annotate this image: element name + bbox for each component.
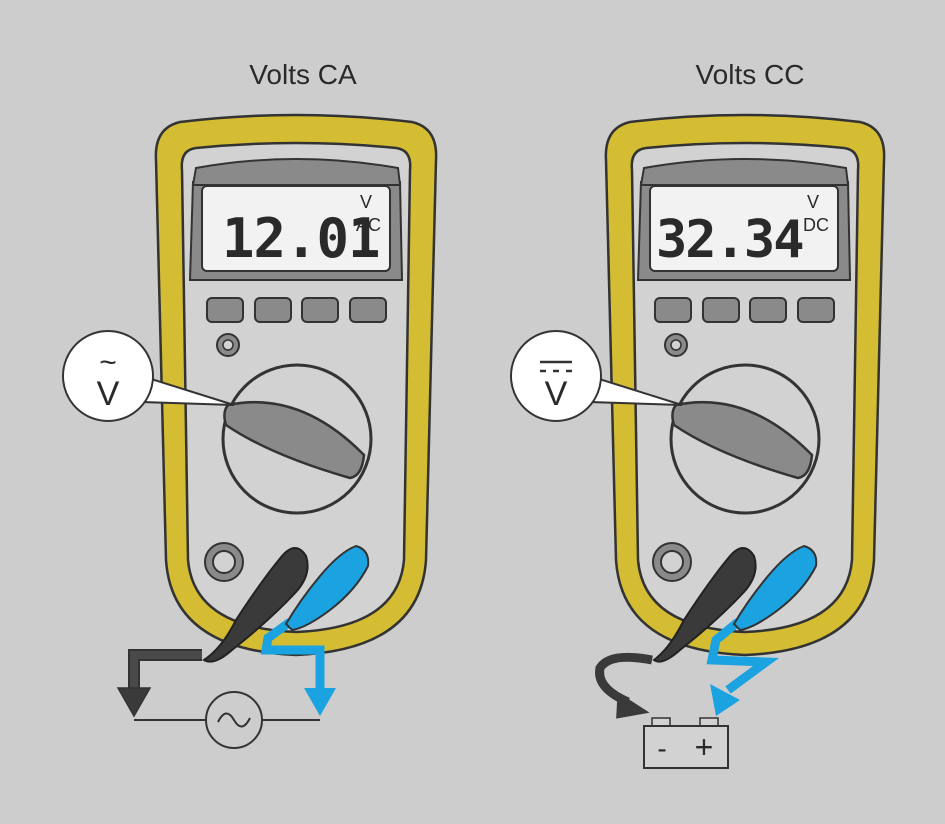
dc-title: Volts CC: [696, 59, 805, 90]
ac-reading: 12.01: [222, 207, 380, 270]
ac-button-3[interactable]: [301, 297, 339, 323]
multimeter-dc: Volts CC 32.34 V DC: [510, 59, 886, 769]
dc-button-2[interactable]: [702, 297, 740, 323]
dc-button-1[interactable]: [654, 297, 692, 323]
ac-small-jack: [216, 333, 240, 357]
ac-com-jack: [204, 542, 244, 582]
dc-dial-unit: V: [545, 375, 568, 413]
ac-black-lead: [116, 547, 309, 718]
dc-lcd-screen: [649, 185, 839, 272]
ac-sine-source-icon: [134, 691, 320, 749]
ac-title: Volts CA: [249, 59, 357, 90]
ac-bezel-top: [191, 158, 402, 186]
dc-symbol-icon: [540, 360, 572, 373]
ac-rotary-dial[interactable]: [221, 363, 373, 515]
dc-small-jack: [664, 333, 688, 357]
ac-button-4[interactable]: [349, 297, 387, 323]
dc-reading: 32.34: [656, 210, 803, 270]
ac-unit-label: V: [360, 192, 372, 212]
battery-plus-label: +: [695, 729, 714, 765]
battery-minus-label: -: [657, 733, 666, 764]
ac-lcd-screen: [201, 185, 391, 272]
dc-red-lead: [706, 544, 818, 716]
ac-red-lead: [260, 544, 370, 716]
dc-rotary-dial[interactable]: [669, 363, 821, 515]
ac-mode-label: AC: [356, 215, 381, 235]
dc-unit-label: V: [807, 192, 819, 212]
dc-button-3[interactable]: [749, 297, 787, 323]
ac-button-2[interactable]: [254, 297, 292, 323]
dc-bezel-top: [639, 158, 850, 186]
ac-tilde-symbol: ~: [99, 346, 117, 379]
dc-com-jack: [652, 542, 692, 582]
ac-button-1[interactable]: [206, 297, 244, 323]
ac-dial-callout: ~ V: [62, 330, 235, 422]
dc-mode-label: DC: [803, 215, 829, 235]
multimeter-ac: Volts CA 12.01 V AC: [62, 59, 438, 749]
ac-dial-unit: V: [97, 375, 120, 413]
dc-dial-callout: V: [510, 330, 683, 422]
dc-black-lead: [595, 547, 757, 719]
dc-button-4[interactable]: [797, 297, 835, 323]
battery-icon: - +: [643, 717, 729, 769]
